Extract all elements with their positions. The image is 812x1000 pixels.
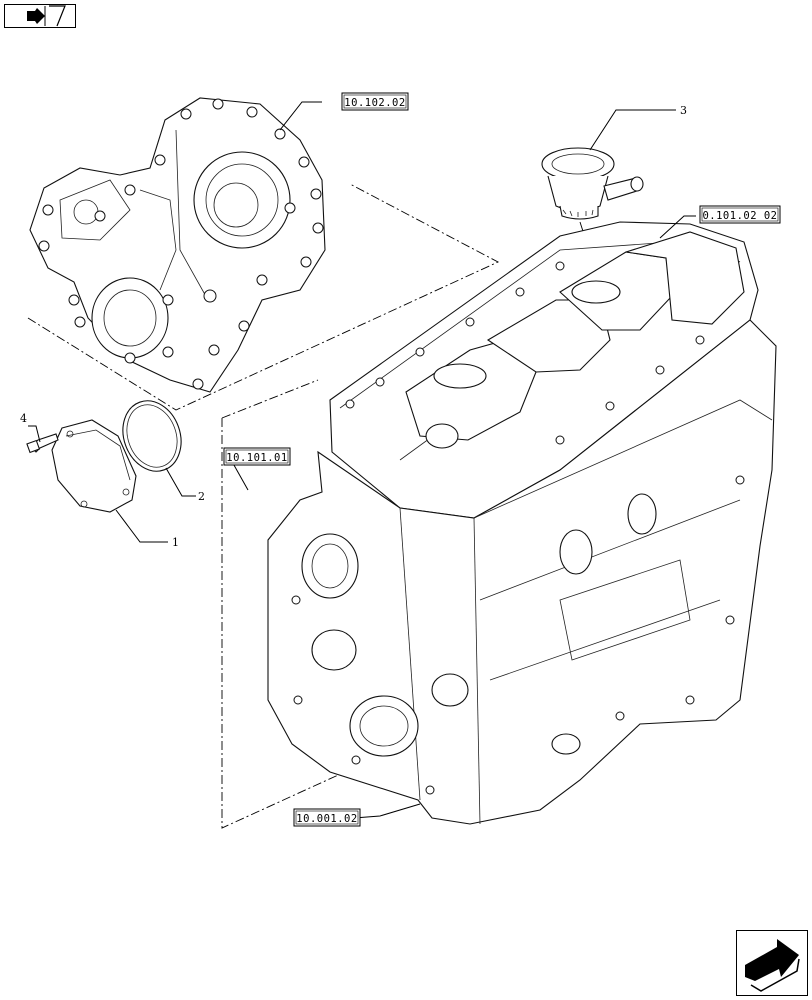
- o-ring-part: [122, 400, 182, 472]
- callout-breather[interactable]: 3: [680, 104, 687, 117]
- arrow-right-icon: [27, 5, 66, 27]
- ref-box-engine-block-bottom[interactable]: 10.001.02: [293, 808, 361, 827]
- previous-page-button[interactable]: [4, 4, 76, 28]
- arrow-next-page-icon: [745, 939, 800, 992]
- engine-block-part: [267, 221, 777, 825]
- callout-o-ring[interactable]: 2: [198, 490, 205, 503]
- ref-label-cylinder-head: 0.101.02 02: [702, 210, 777, 222]
- ref-label-engine-block-bottom: 10.001.02: [296, 813, 357, 825]
- ref-label-engine-block-left: 10.101.01: [226, 452, 287, 464]
- callout-cover[interactable]: 1: [172, 536, 179, 549]
- breather-part: [541, 147, 644, 220]
- ref-label-timing-cover: 10.102.02: [344, 97, 405, 109]
- front-cover-part: [51, 419, 137, 513]
- ref-box-timing-cover[interactable]: 10.102.02: [341, 92, 409, 111]
- timing-cover-mount-plane: [27, 183, 500, 411]
- next-page-button[interactable]: [736, 930, 808, 996]
- ref-box-engine-block-left[interactable]: 10.101.01: [223, 447, 291, 466]
- callout-bolt[interactable]: 4: [20, 412, 27, 425]
- bolt-part: [26, 433, 59, 454]
- ref-box-cylinder-head[interactable]: 0.101.02 02: [699, 205, 781, 224]
- timing-cover-assembly: [29, 97, 326, 393]
